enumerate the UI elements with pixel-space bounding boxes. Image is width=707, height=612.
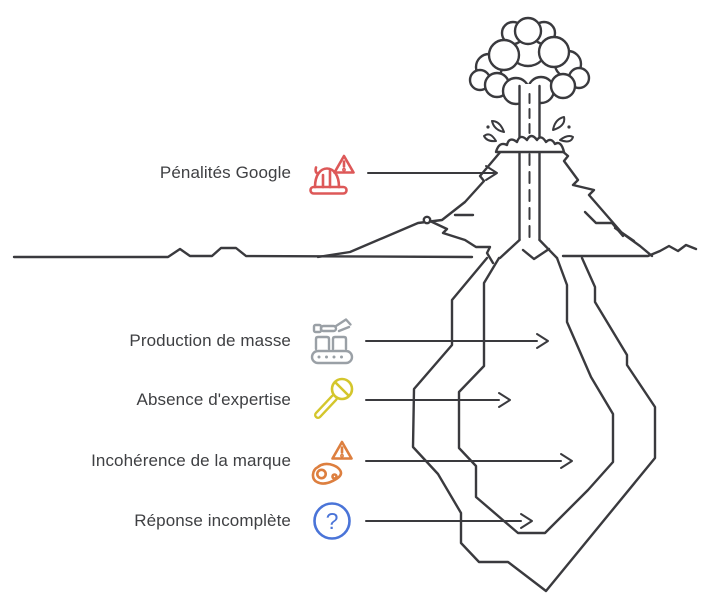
label-row-production: Production de masse [129, 315, 358, 367]
hard-hat-warning-icon [309, 154, 355, 195]
question-circle-icon: ? [313, 502, 351, 540]
inner-magma-chamber [457, 256, 615, 535]
label-reponse-incomplete: Réponse incomplète [134, 511, 291, 530]
ground-line-left [12, 246, 474, 259]
label-incoherence-marque: Incohérence de la marque [91, 451, 291, 470]
pointer-arrow-penalites [367, 165, 498, 181]
label-penalites-google: Pénalités Google [159, 163, 291, 182]
volcano-body [316, 148, 654, 265]
label-row-expertise: Absence d'expertise [137, 374, 358, 426]
label-absence-expertise: Absence d'expertise [136, 390, 291, 409]
label-row-penalites: Pénalités Google [160, 147, 358, 199]
magnifier-prohibited-icon [314, 377, 354, 419]
pointer-arrow-reponse [365, 513, 533, 529]
warning-track-link-icon [311, 440, 353, 485]
label-production-de-masse: Production de masse [129, 331, 291, 350]
outer-magma-chamber [411, 256, 657, 593]
pointer-arrow-expertise [365, 392, 511, 408]
pointer-arrow-marque [365, 453, 573, 469]
eruption-column [498, 84, 559, 261]
question-glyph: ? [326, 508, 339, 534]
conveyor-robot-icon [310, 318, 354, 365]
ground-line-right [561, 243, 698, 258]
label-row-reponse: Réponse incomplète ? [134, 495, 358, 547]
label-row-marque: Incohérence de la marque [91, 435, 358, 487]
crater [494, 134, 566, 154]
lava-splashes [483, 116, 574, 143]
pointer-arrow-production [365, 333, 549, 349]
